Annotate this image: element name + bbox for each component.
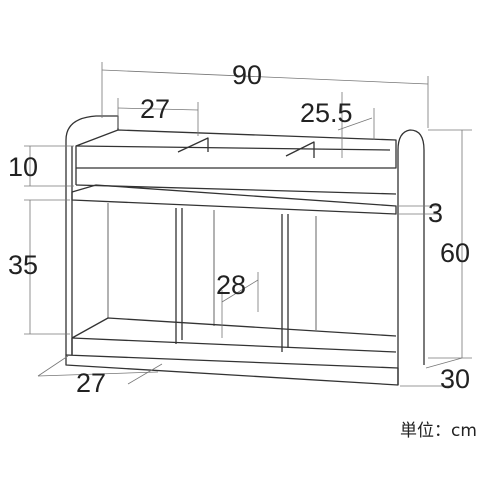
top-tray [75,129,397,169]
dim-line-cell-depth [221,279,259,303]
bottom-board [65,317,399,386]
label-top-height: 10 [8,152,38,182]
tray-divider-1 [177,137,209,153]
label-shelf-thickness: 3 [428,198,443,228]
left-side-panel [65,115,119,355]
right-side-panel [397,129,425,385]
lower-divider-1 [175,208,183,344]
dim-line-width [101,69,429,85]
label-tray-depth: 25.5 [300,98,353,128]
middle-shelf [71,184,397,215]
label-width-total: 90 [232,60,262,90]
shelf-unit [65,115,425,386]
cell-back-edges [107,203,317,330]
label-tray-width: 27 [140,94,170,124]
label-total-height: 60 [440,238,470,268]
dimension-lines [24,62,472,387]
bottom-front-edge [71,337,397,353]
label-cell-depth: 28 [216,270,246,300]
tray-divider-2 [285,141,315,158]
dim-line-tray-depth [337,117,373,131]
dim-line-side-depth [37,355,69,377]
tray-front-top-edge [75,145,391,151]
label-lower-height: 35 [8,250,38,280]
lower-divider-2 [281,214,289,352]
dim-line-tray-width [117,107,199,111]
label-side-depth: 27 [76,368,106,398]
dimension-labels: 90 27 25.5 10 3 35 60 28 27 30 単位：cm [8,60,477,441]
unit-label: 単位：cm [400,421,477,441]
label-total-depth: 30 [440,364,470,394]
dim-line-total-depth [425,357,463,369]
tray-front-bottom-edge [75,184,397,195]
